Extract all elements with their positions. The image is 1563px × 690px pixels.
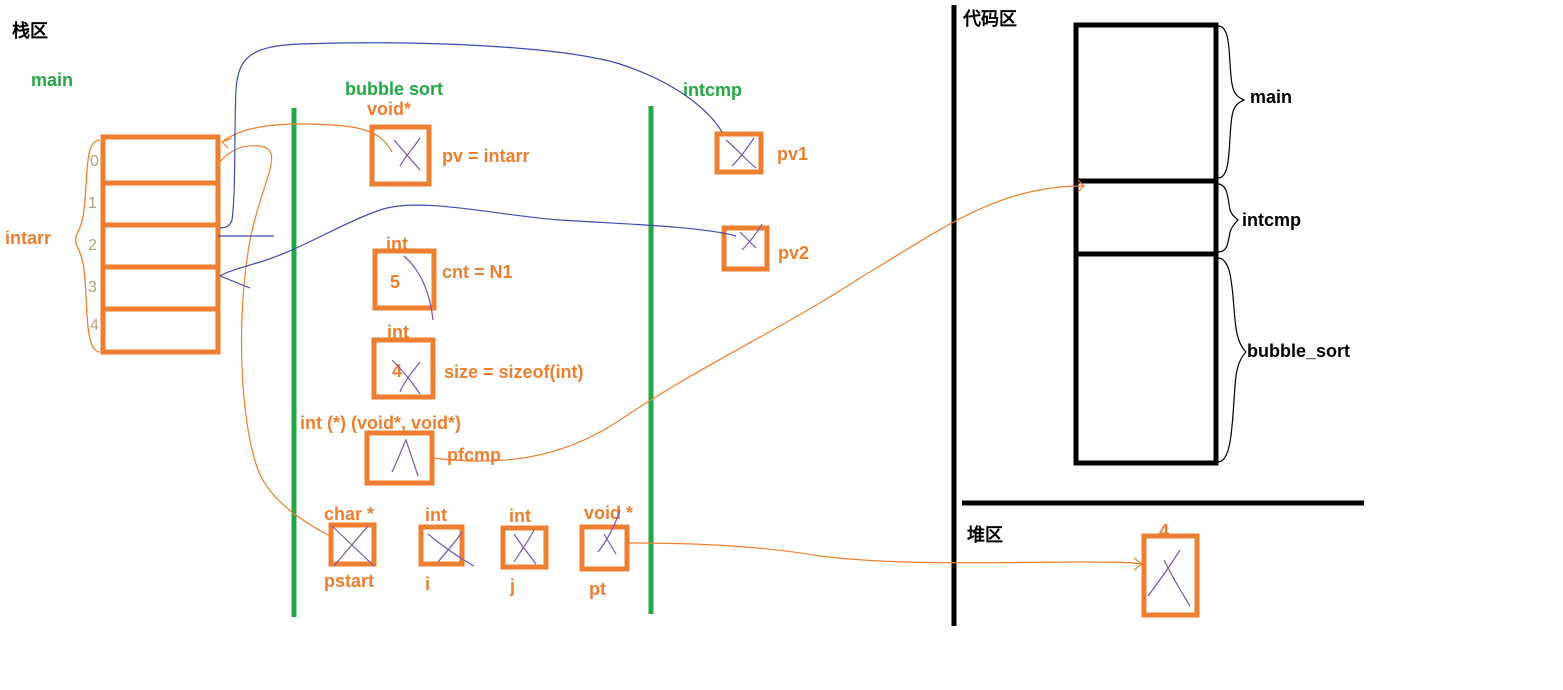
intcmp-brace — [1217, 183, 1239, 253]
pv1-box — [714, 131, 764, 175]
pt-type: void * — [584, 503, 633, 523]
cnt-box — [372, 248, 437, 311]
code-section-intcmp — [1073, 178, 1219, 257]
code-section-bubble-sort — [1073, 251, 1219, 466]
j-cross-mark — [513, 529, 537, 565]
code-section-main — [1073, 22, 1219, 184]
intarr-index: 4 — [90, 317, 99, 334]
pt-box — [579, 524, 630, 572]
code-area-stack — [1073, 22, 1219, 466]
size-name: size = sizeof(int) — [444, 362, 584, 382]
intarr-index: 0 — [90, 153, 99, 170]
size-cross-mark — [391, 359, 421, 395]
intarr-cell — [100, 134, 221, 186]
bubble-sort-brace — [1217, 257, 1247, 463]
pv2-box — [721, 225, 770, 272]
pfcmp-cross-mark — [391, 438, 419, 477]
i-box — [418, 524, 465, 567]
pv-cross-mark — [393, 137, 421, 171]
stack-title: 栈区 — [12, 20, 48, 41]
heap-block-size: 4 — [1159, 521, 1169, 541]
pv-name: pv = intarr — [442, 146, 530, 166]
intarr-label: intarr — [5, 228, 51, 248]
pv-type: void* — [367, 99, 411, 119]
pfcmp-pointer-arrow — [431, 179, 1085, 462]
size-value: 4 — [392, 361, 402, 381]
pv2-pointer-arrow — [219, 204, 737, 289]
code-section-label-intcmp: intcmp — [1242, 210, 1301, 230]
j-type: int — [509, 506, 531, 526]
pstart-type: char * — [324, 504, 374, 524]
pv1-pointer-arrow — [219, 42, 723, 229]
j-name: j — [509, 576, 515, 596]
pfcmp-type: int (*) (void*, void*) — [300, 413, 461, 433]
cnt-name: cnt = N1 — [442, 262, 513, 282]
main-brace — [1217, 25, 1246, 179]
intarr-array — [100, 134, 221, 355]
intarr-cell — [100, 222, 221, 270]
intarr-cell — [100, 306, 221, 355]
heap-title: 堆区 — [967, 524, 1003, 545]
intarr-index: 2 — [88, 237, 97, 254]
heap-block-cross-mark — [1147, 549, 1191, 607]
pstart-name: pstart — [324, 571, 374, 591]
i-type: int — [425, 505, 447, 525]
pstart-box — [328, 522, 377, 567]
size-box — [371, 337, 436, 400]
cnt-value: 5 — [390, 272, 400, 292]
i-cross-mark — [427, 531, 475, 567]
code-section-label-main: main — [1250, 87, 1292, 107]
main-frame-label: main — [31, 70, 73, 90]
pv1-name: pv1 — [777, 144, 808, 164]
intarr-cell — [100, 180, 221, 228]
intarr-index: 3 — [88, 279, 97, 296]
intarr-cell — [100, 264, 221, 312]
j-box — [500, 525, 549, 570]
code-section-label-bubble-sort: bubble_sort — [1247, 341, 1350, 361]
bubble-sort-title: bubble sort — [345, 79, 443, 99]
pv1-cross-mark — [725, 137, 757, 169]
cnt-cross-mark — [403, 255, 434, 321]
pv2-cross-mark — [739, 223, 763, 251]
pstart-cross-mark — [331, 525, 375, 567]
intcmp-title: intcmp — [683, 80, 742, 100]
pstart-pointer-arrow — [217, 145, 331, 537]
intarr-brace — [75, 139, 101, 353]
pt-name: pt — [589, 579, 606, 599]
pfcmp-box — [364, 430, 435, 486]
pt-pointer-arrow — [626, 542, 1143, 571]
size-type: int — [387, 322, 409, 342]
i-name: i — [425, 574, 430, 594]
pv2-name: pv2 — [778, 243, 809, 263]
intarr-index: 1 — [88, 195, 97, 212]
code-area-title: 代码区 — [962, 9, 1017, 29]
pv-pointer-arrow — [221, 123, 393, 153]
pt-cross-mark — [597, 509, 621, 555]
pfcmp-name: pfcmp — [447, 445, 501, 465]
pv-box — [369, 124, 432, 187]
heap-block — [1141, 533, 1200, 618]
